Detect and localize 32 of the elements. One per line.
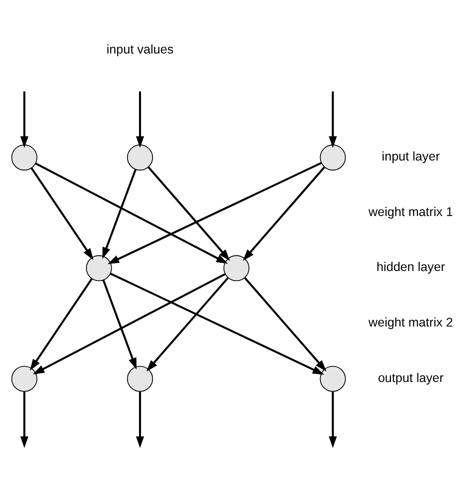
- node-circle: [127, 365, 153, 392]
- arrow: [148, 166, 230, 260]
- node-circle: [320, 365, 346, 392]
- node-circle: [11, 144, 38, 170]
- arrow: [35, 162, 228, 264]
- label: weight matrix 2: [368, 314, 454, 329]
- node-circle: [86, 254, 112, 281]
- arrow: [30, 167, 94, 260]
- arrow: [102, 168, 137, 258]
- arrow: [32, 272, 226, 374]
- arrow: [136, 90, 144, 148]
- node-circle: [223, 254, 250, 281]
- label: input values: [106, 42, 174, 56]
- arrow: [146, 276, 229, 371]
- arrow: [102, 279, 137, 370]
- arrow: [108, 162, 322, 264]
- node-circle: [127, 144, 153, 170]
- label: output layer: [378, 370, 444, 384]
- arrow: [20, 391, 28, 448]
- arrow: [20, 90, 28, 148]
- arrow: [30, 278, 93, 370]
- label: input layer: [382, 148, 440, 163]
- node-circle: [11, 365, 38, 392]
- label: hidden layer: [376, 260, 446, 274]
- arrow: [244, 276, 326, 371]
- arrow: [328, 90, 337, 148]
- label: weight matrix 1: [368, 204, 454, 218]
- arrow: [242, 166, 326, 260]
- arrow: [110, 272, 324, 374]
- arrow: [328, 391, 337, 448]
- node-circle: [320, 144, 346, 170]
- arrow: [136, 391, 144, 448]
